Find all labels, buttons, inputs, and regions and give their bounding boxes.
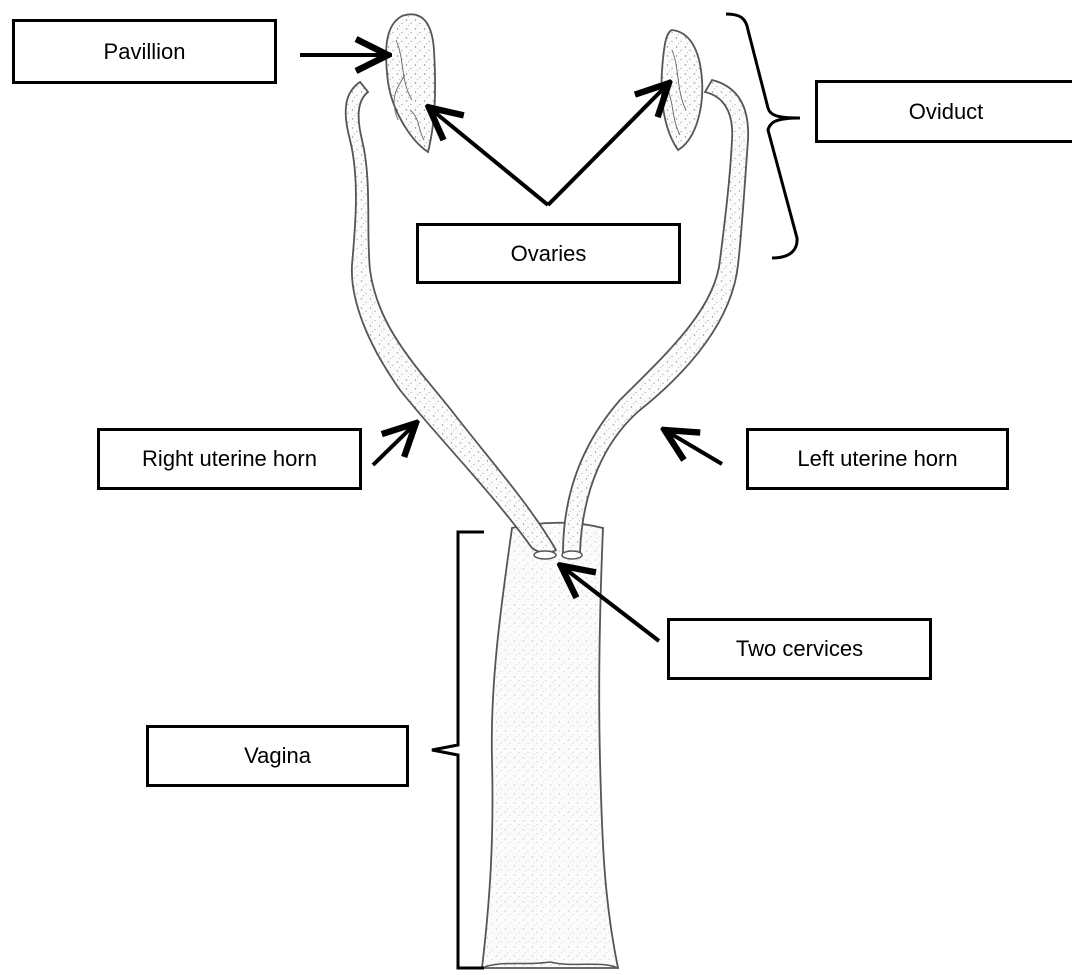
right-ovary-pavillion-shape: [386, 14, 435, 152]
ovaries-arrow-left: [432, 110, 548, 205]
left-uterine-horn-shape: [563, 80, 748, 553]
two-cervices-label: Two cervices: [667, 618, 932, 680]
right-uterine-horn-label: Right uterine horn: [97, 428, 362, 490]
right-uterine-horn-shape: [346, 82, 556, 553]
left-uterine-horn-label: Left uterine horn: [746, 428, 1009, 490]
ovaries-arrow-right: [548, 86, 666, 205]
vagina-label: Vagina: [146, 725, 409, 787]
vagina-body: [482, 523, 618, 968]
left-uterine-horn-arrow: [668, 432, 722, 464]
oviduct-label: Oviduct: [815, 80, 1072, 143]
vagina-bracket: [432, 532, 484, 968]
ovaries-label: Ovaries: [416, 223, 681, 284]
right-uterine-horn-arrow: [373, 426, 413, 465]
left-ovary-pavillion-shape: [662, 30, 703, 150]
pavillion-label: Pavillion: [12, 19, 277, 84]
